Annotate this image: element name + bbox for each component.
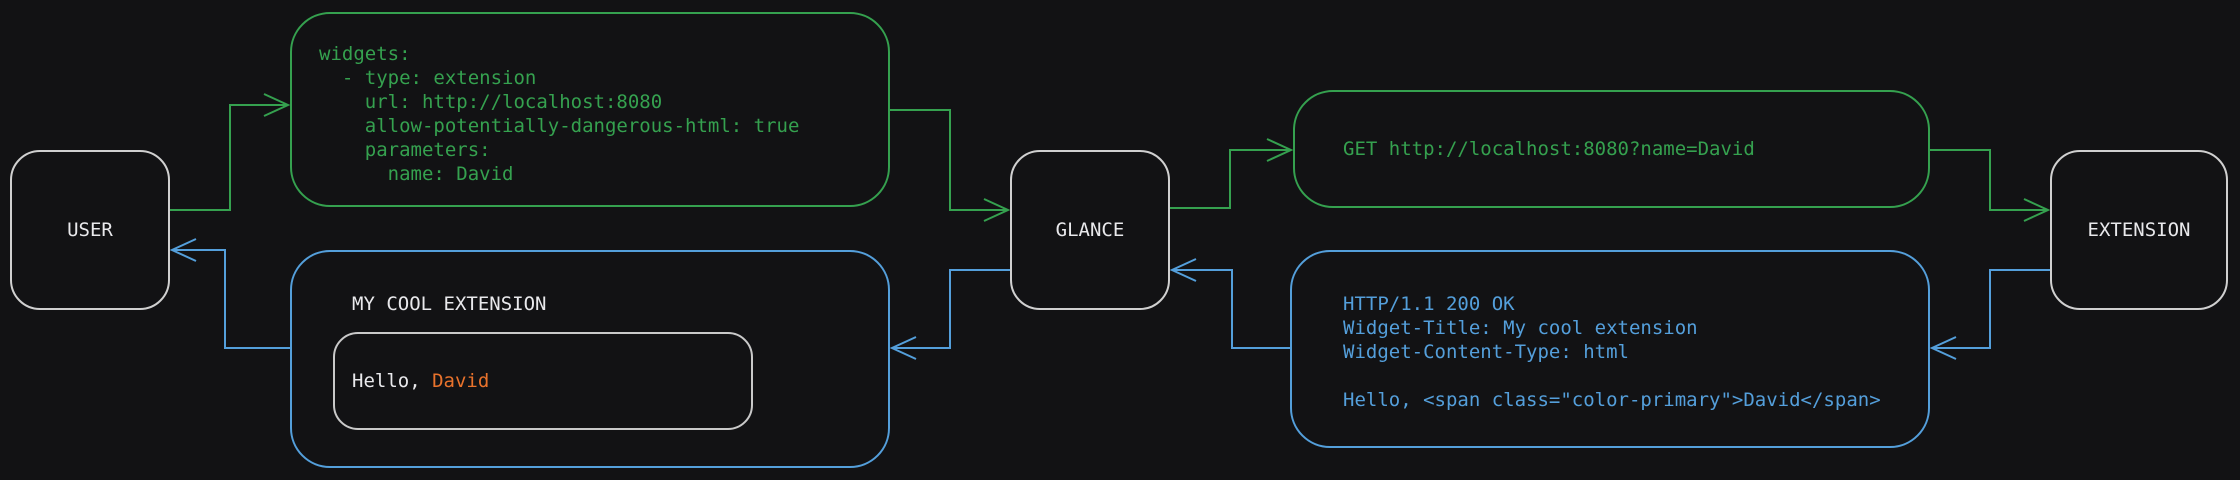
http-request-text: GET http://localhost:8080?name=David (1343, 138, 1755, 160)
widget-preview-title: MY COOL EXTENSION (352, 293, 547, 315)
node-extension-label: EXTENSION (2087, 219, 2191, 241)
arrow-request-to-extension (1930, 149, 2051, 222)
arrow-extension-to-response (1929, 269, 2050, 360)
config-yaml-box: widgets: - type: extension url: http://l… (290, 12, 890, 207)
node-glance: GLANCE (1010, 150, 1170, 310)
config-yaml-code: widgets: - type: extension url: http://l… (319, 43, 800, 185)
widget-preview-box: MY COOL EXTENSION Hello, David (290, 250, 890, 468)
node-user-label: USER (67, 219, 113, 241)
node-extension: EXTENSION (2050, 150, 2228, 310)
arrow-widget-to-user (169, 238, 290, 349)
arrow-glance-to-request (1170, 138, 1294, 209)
greeting-name-highlight: David (432, 370, 490, 392)
arrow-glance-to-widget (889, 269, 1010, 360)
node-glance-label: GLANCE (1055, 219, 1125, 241)
http-request-box: GET http://localhost:8080?name=David (1293, 90, 1930, 208)
greeting-prefix: Hello, (352, 370, 433, 392)
arrow-user-to-config (170, 93, 291, 211)
greeting-text: Hello, David (352, 370, 489, 392)
node-user: USER (10, 150, 170, 310)
http-response-code: HTTP/1.1 200 OK Widget-Title: My cool ex… (1343, 293, 1881, 411)
arrow-response-to-glance (1169, 258, 1290, 349)
widget-greeting-box: Hello, David (333, 332, 753, 430)
http-response-box: HTTP/1.1 200 OK Widget-Title: My cool ex… (1290, 250, 1930, 448)
arrow-config-to-glance (890, 109, 1011, 222)
